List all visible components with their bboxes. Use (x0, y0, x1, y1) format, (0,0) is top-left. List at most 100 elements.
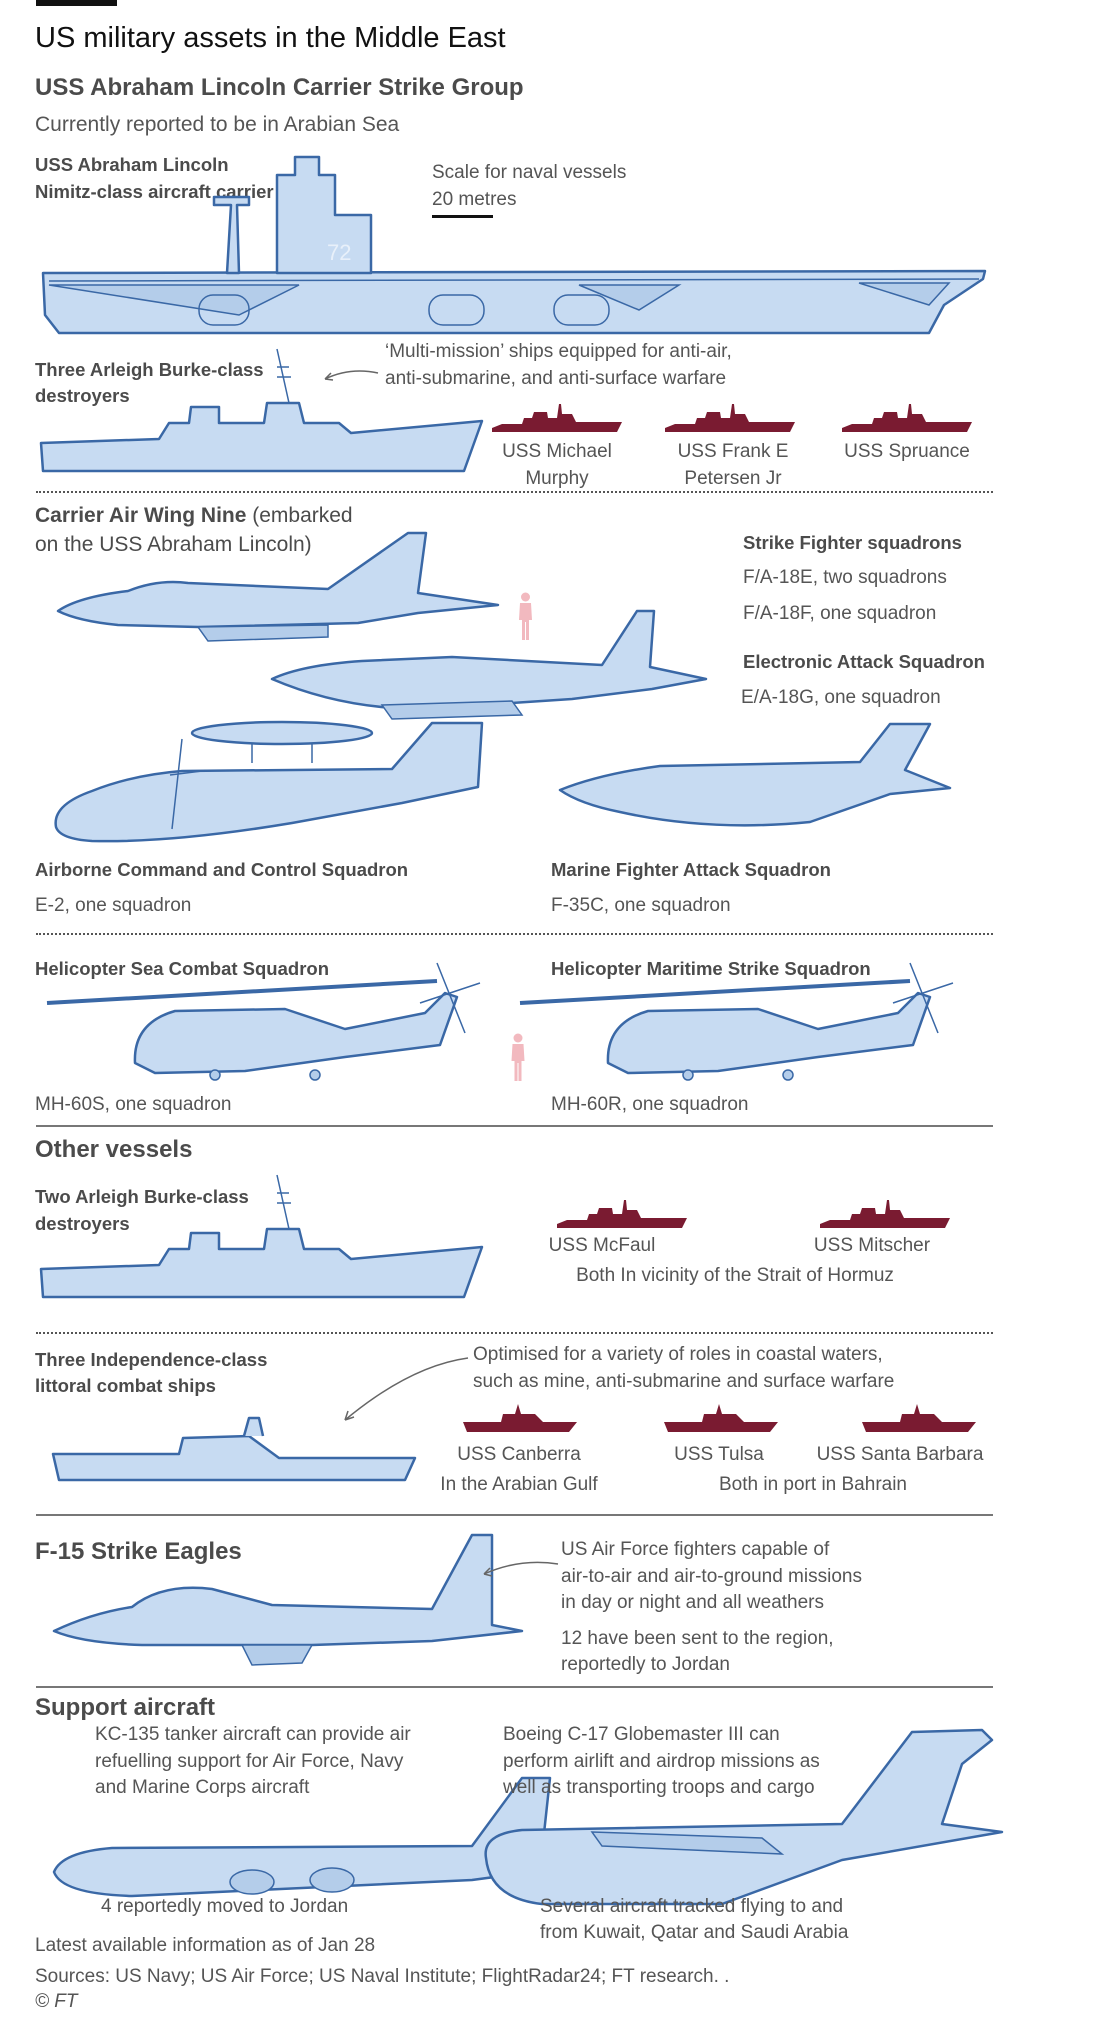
destroyer-silhouette (492, 404, 622, 432)
destroyer-name: Murphy (525, 468, 589, 489)
lcs-illustration (51, 1416, 417, 1482)
destroyer-illustration (39, 1174, 484, 1299)
mh60s-illustration (46, 962, 481, 1081)
other-destroyers-label-line2: destroyers (35, 1213, 130, 1234)
f15-note-4: 12 have been sent to the region, (561, 1628, 834, 1649)
destroyer-silhouette (820, 1200, 950, 1228)
destroyer-silhouette (665, 404, 795, 432)
section-divider (36, 1332, 993, 1334)
lcs-name: USS Canberra (457, 1444, 581, 1465)
air-wing-heading: Carrier Air Wing Nine (embarked (35, 504, 353, 528)
destroyers-label-line1: Three Arleigh Burke-class (35, 359, 264, 380)
marine-detail: F-35C, one squadron (551, 895, 731, 916)
kc135-status: 4 reportedly moved to Jordan (101, 1896, 349, 1917)
destroyer-arrow (324, 370, 379, 381)
destroyer-silhouette (842, 404, 972, 432)
f15-illustration (52, 1533, 524, 1666)
copyright: © FT (35, 1991, 78, 2012)
hsc-detail: MH-60S, one squadron (35, 1094, 232, 1115)
destroyer-name: USS Frank E (677, 441, 789, 462)
human-scale-figure (511, 1033, 525, 1081)
lcs-silhouette (463, 1404, 577, 1432)
c17-status-1: Several aircraft tracked flying to and (540, 1896, 844, 1917)
section-divider (36, 491, 993, 493)
lcs-label-line1: Three Independence-class (35, 1349, 268, 1370)
support-heading: Support aircraft (35, 1694, 216, 1721)
aircraft-carrier-illustration: 72 (41, 155, 987, 335)
section-divider (36, 933, 993, 935)
destroyer-silhouette (557, 1200, 687, 1228)
air-wing-heading-bold: Carrier Air Wing Nine (35, 504, 247, 527)
top-accent-bar (36, 0, 117, 6)
destroyer-name: USS Spruance (844, 441, 970, 462)
carrier-name: USS Abraham Lincoln (35, 154, 229, 175)
destroyers-note-line2: anti-submarine, and anti-surface warfare (385, 368, 727, 389)
fa18e-illustration (56, 531, 500, 642)
marine-heading: Marine Fighter Attack Squadron (551, 859, 831, 880)
strike-fighter-f: F/A-18F, one squadron (743, 603, 937, 624)
other-destroyers-label-line1: Two Arleigh Burke-class (35, 1186, 249, 1207)
destroyers-note-line1: ‘Multi-mission’ ships equipped for anti-… (385, 341, 732, 362)
kc135-note-1: KC-135 tanker aircraft can provide air (95, 1724, 411, 1745)
destroyer-name: Petersen Jr (684, 468, 782, 489)
page-title: US military assets in the Middle East (35, 22, 506, 54)
electronic-attack-heading: Electronic Attack Squadron (743, 651, 985, 672)
strike-fighter-heading: Strike Fighter squadrons (743, 532, 962, 553)
hsc-heading: Helicopter Sea Combat Squadron (35, 958, 329, 979)
fa18f-illustration (270, 609, 708, 720)
c17-illustration (484, 1728, 1004, 1906)
lcs-location-1: In the Arabian Gulf (440, 1474, 598, 1495)
kc135-note-3: and Marine Corps aircraft (95, 1777, 310, 1798)
f35c-illustration (558, 722, 952, 827)
f15-note-5: reportedly to Jordan (561, 1654, 730, 1675)
destroyer-illustration (39, 348, 484, 473)
scale-label: Scale for naval vessels (432, 162, 627, 183)
aew-heading: Airborne Command and Control Squadron (35, 859, 409, 880)
destroyer-name: USS Mitscher (813, 1235, 931, 1256)
c17-note-3: well as transporting troops and cargo (503, 1777, 815, 1798)
lcs-note-line1: Optimised for a variety of roles in coas… (473, 1344, 883, 1365)
section-divider (36, 1125, 993, 1127)
carrier-group-location: Currently reported to be in Arabian Sea (35, 113, 400, 136)
air-wing-heading-line2: on the USS Abraham Lincoln) (35, 533, 312, 556)
c17-note-1: Boeing C-17 Globemaster III can (503, 1724, 780, 1745)
lcs-location-2: Both in port in Bahrain (718, 1474, 908, 1495)
lcs-note-line2: such as mine, anti-submarine and surface… (473, 1371, 895, 1392)
section-divider (36, 1514, 993, 1516)
destroyers-label-line2: destroyers (35, 385, 130, 406)
other-vessels-heading: Other vessels (35, 1136, 193, 1163)
c17-status-2: from Kuwait, Qatar and Saudi Arabia (540, 1922, 849, 1943)
electronic-attack-detail: E/A-18G, one squadron (741, 687, 941, 708)
sources: Sources: US Navy; US Air Force; US Naval… (35, 1966, 730, 1987)
lcs-arrow (344, 1357, 469, 1421)
c17-note-2: perform airlift and airdrop missions as (503, 1751, 820, 1772)
f15-note-3: in day or night and all weathers (561, 1592, 824, 1613)
lcs-name: USS Tulsa (674, 1444, 764, 1465)
updated-note: Latest available information as of Jan 2… (35, 1935, 376, 1956)
f15-arrow (483, 1561, 559, 1577)
destroyer-name: USS Michael (502, 441, 612, 462)
scale-bar (432, 215, 493, 218)
lcs-label-line2: littoral combat ships (35, 1375, 216, 1396)
carrier-group-heading: USS Abraham Lincoln Carrier Strike Group (35, 74, 524, 101)
f15-note-1: US Air Force fighters capable of (561, 1539, 830, 1560)
kc135-note-2: refuelling support for Air Force, Navy (95, 1751, 404, 1772)
destroyer-name: USS McFaul (548, 1235, 656, 1256)
destroyers-location: Both In vicinity of the Strait of Hormuz (576, 1265, 894, 1286)
aew-detail: E-2, one squadron (35, 895, 192, 916)
air-wing-heading-rest: (embarked (246, 504, 353, 527)
strike-fighter-e: F/A-18E, two squadrons (743, 567, 947, 588)
section-divider (36, 1686, 993, 1688)
e2-hawkeye-illustration (54, 720, 484, 843)
hsm-detail: MH-60R, one squadron (551, 1094, 749, 1115)
lcs-silhouette (862, 1404, 976, 1432)
scale-value: 20 metres (432, 189, 517, 210)
hsm-heading: Helicopter Maritime Strike Squadron (551, 958, 871, 979)
lcs-name: USS Santa Barbara (816, 1444, 984, 1465)
human-scale-figure (519, 592, 532, 640)
lcs-silhouette (664, 1404, 778, 1432)
hull-number: 72 (327, 240, 351, 265)
mh60r-illustration (519, 962, 954, 1081)
f15-heading: F-15 Strike Eagles (35, 1538, 242, 1565)
f15-note-2: air-to-air and air-to-ground missions (561, 1566, 862, 1587)
